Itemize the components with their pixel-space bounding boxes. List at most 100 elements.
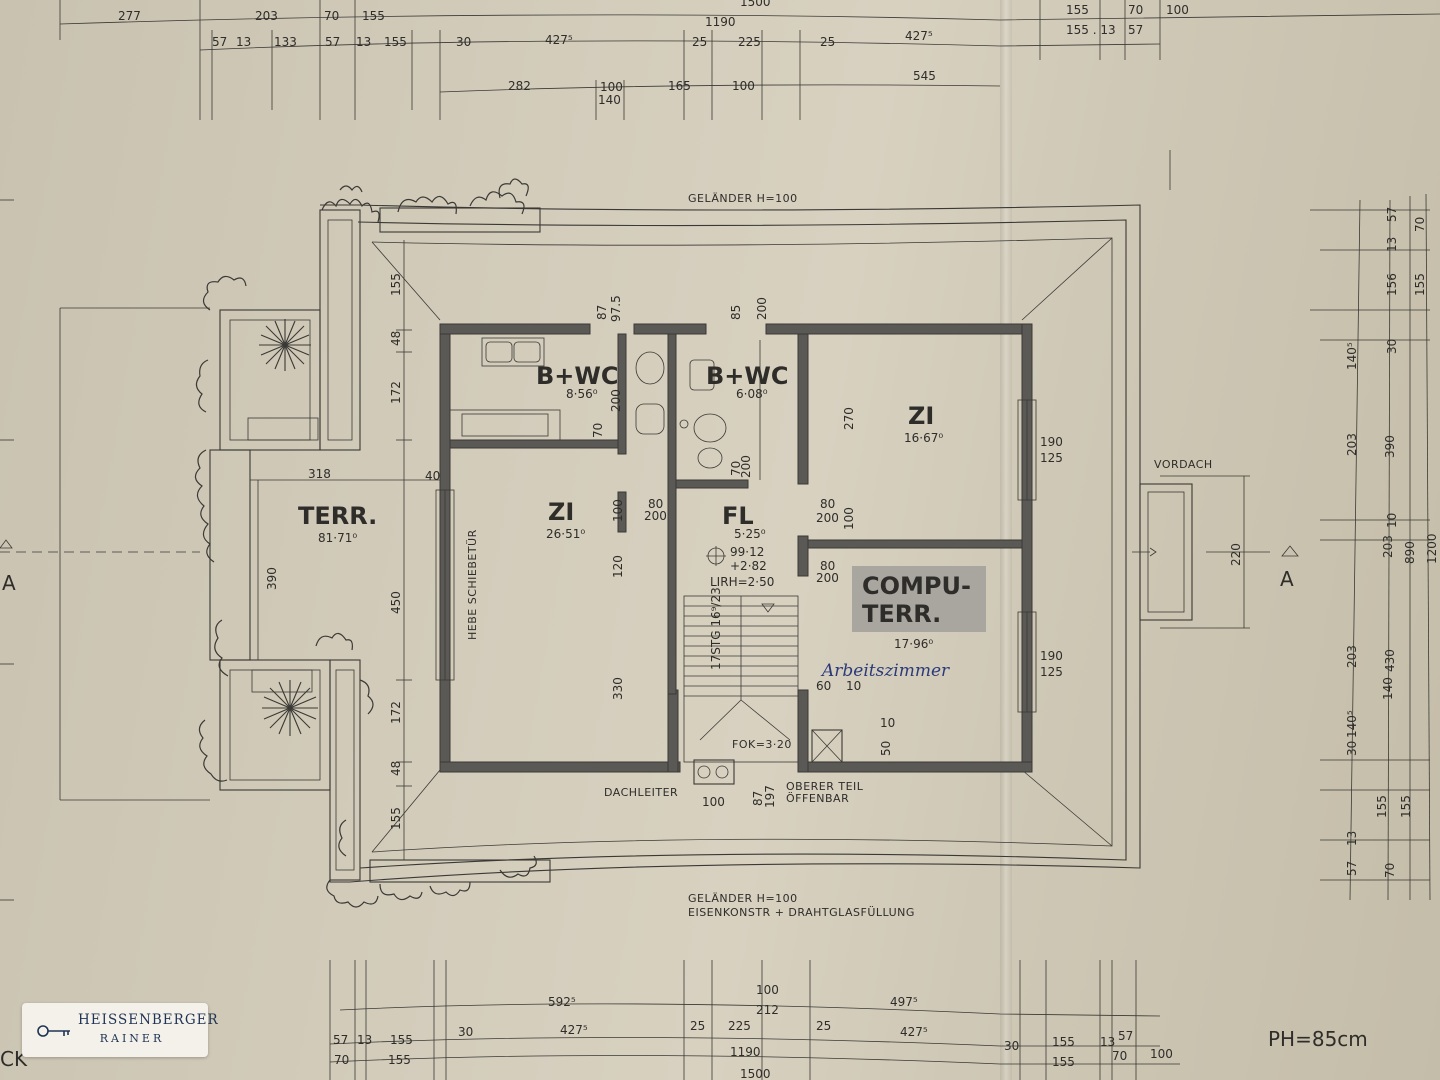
- dim-top2-30: 30: [456, 35, 471, 49]
- dim-r2-890: 890: [1403, 541, 1417, 564]
- dim-200-top: 200: [755, 297, 769, 320]
- dim-b2-13: 13: [357, 1033, 372, 1047]
- dim-r-203: 203: [1345, 433, 1359, 456]
- dim-b2-155b: 155: [1052, 1035, 1075, 1049]
- dim-330: 330: [611, 677, 625, 700]
- right-dimension-values: 57 13 156 140⁵ 203 10 203 140⁵ 30 13 57 …: [1345, 207, 1439, 878]
- room-center-name: ZI: [548, 498, 574, 526]
- dim-top-1190: 1190: [705, 15, 736, 29]
- dim-top2-57-right: 57: [1128, 23, 1143, 37]
- dim-left-48b: 48: [389, 761, 403, 776]
- dim-60: 60: [816, 679, 831, 693]
- dim-left-172b: 172: [389, 701, 403, 724]
- interior-walls: [449, 333, 1023, 695]
- dim-200c: 200: [644, 509, 667, 523]
- vegetation: [194, 178, 537, 908]
- note-canopy: VORDACH: [1154, 458, 1213, 471]
- dim-r-57b: 57: [1345, 861, 1359, 876]
- dim-197: 197: [763, 785, 777, 808]
- note-lift-slide-door: HEBE SCHIEBETÜR: [466, 529, 479, 640]
- top-dimension-lines: [59, 0, 1440, 190]
- dim-door-40: 40: [425, 469, 440, 483]
- stairs-label: 17STG 16⁹/23: [709, 587, 723, 670]
- hall-level: 99·12: [730, 545, 764, 559]
- dim-top3-282: 282: [508, 79, 531, 93]
- dim-top2-4275b: 427⁵: [905, 29, 933, 43]
- terrace-name: TERR.: [298, 502, 377, 530]
- dim-b3-70b: 70: [1112, 1049, 1127, 1063]
- dim-left-450: 450: [389, 591, 403, 614]
- dim-r2-430: 430: [1383, 649, 1397, 672]
- dim-r2-155: 155: [1413, 273, 1427, 296]
- dim-r-203b: 203: [1345, 645, 1359, 668]
- dim-200b: 200: [739, 455, 753, 478]
- section-marks: A A CK: [0, 199, 1299, 1071]
- brand-logo: HEISSENBERGER RAINER: [22, 1003, 218, 1057]
- terrace: 318 390 40 TERR. 81·71⁰: [250, 467, 440, 660]
- dim-87-bottom: 87: [751, 791, 765, 806]
- note-ph: PH=85cm: [1268, 1027, 1368, 1051]
- dim-b3-155: 155: [388, 1053, 411, 1067]
- dim-top2-13: 13: [236, 35, 251, 49]
- dim-b2-25b: 25: [816, 1019, 831, 1033]
- dim-b2-30b: 30: [1004, 1039, 1019, 1053]
- dim-b-4975: 497⁵: [890, 995, 918, 1009]
- left-dimension-line: 155 48 172 450 172 48 155: [389, 240, 412, 860]
- dim-b2-4275b: 427⁵: [900, 1025, 928, 1039]
- note-roof-ladder: DACHLEITER: [604, 786, 678, 799]
- computer-room-name-2: TERR.: [862, 600, 941, 628]
- dim-b-212: 212: [756, 1003, 779, 1017]
- dim-window-125b: 125: [1040, 665, 1063, 679]
- dim-80a: 80: [648, 497, 663, 511]
- dim-top3-100: 100: [600, 80, 623, 94]
- dim-top2-57: 57: [212, 35, 227, 49]
- dim-top2-155-13: 155 . 13: [1066, 23, 1116, 37]
- dim-b-100: 100: [756, 983, 779, 997]
- dim-top2-225: 225: [738, 35, 761, 49]
- dim-left-155b: 155: [389, 807, 403, 830]
- dim-top2-133: 133: [274, 35, 297, 49]
- dim-r3-1200: 1200: [1425, 533, 1439, 564]
- dim-80c: 80: [820, 559, 835, 573]
- dim-window-190b: 190: [1040, 649, 1063, 663]
- dim-top-203: 203: [255, 9, 278, 23]
- dim-r-30-top: 30: [1385, 339, 1399, 354]
- dim-top3-165: 165: [668, 79, 691, 93]
- dim-r2-70: 70: [1413, 217, 1427, 232]
- plan-notes: GELÄNDER H=100 GELÄNDER H=100 EISENKONST…: [466, 192, 1213, 919]
- hall-name: FL: [722, 502, 754, 530]
- dim-top-100-right: 100: [1166, 3, 1189, 17]
- dim-b2-57: 57: [333, 1033, 348, 1047]
- dim-b-5925: 592⁵: [548, 995, 576, 1009]
- dim-top-155-right: 155: [1066, 3, 1089, 17]
- dim-200e: 200: [816, 571, 839, 585]
- room-right-name: ZI: [908, 402, 934, 430]
- computer-room-label-patch: [852, 566, 986, 632]
- dim-top2-155: 155: [384, 35, 407, 49]
- dim-r-1405b: 140⁵: [1345, 710, 1359, 738]
- dim-50: 50: [879, 741, 893, 756]
- bath1-area: 8·56⁰: [566, 387, 598, 401]
- dim-top2-25b: 25: [820, 35, 835, 49]
- dim-top-70: 70: [324, 9, 339, 23]
- dim-r-203-mid: 203: [1381, 535, 1395, 558]
- dim-left-48: 48: [389, 331, 403, 346]
- dim-80b: 80: [820, 497, 835, 511]
- top-dimension-values: 277 203 70 155 1190 155 70 100 1500 57 1…: [118, 0, 1189, 107]
- hall-height-offset: +2·82: [730, 559, 767, 573]
- dim-top3-140: 140: [598, 93, 621, 107]
- dim-10a: 10: [846, 679, 861, 693]
- windows: [435, 399, 1037, 713]
- hall-clear-height: LIRH=2·50: [710, 575, 774, 589]
- dim-270: 270: [842, 407, 856, 430]
- planter-boxes: [209, 207, 551, 883]
- dim-window-125a: 125: [1040, 451, 1063, 465]
- dim-canopy: 220: [1229, 543, 1243, 566]
- dim-b2-57b: 57: [1118, 1029, 1133, 1043]
- dim-87: 87: [595, 305, 609, 320]
- room-center-area: 26·51⁰: [546, 527, 585, 541]
- dim-left-155: 155: [389, 273, 403, 296]
